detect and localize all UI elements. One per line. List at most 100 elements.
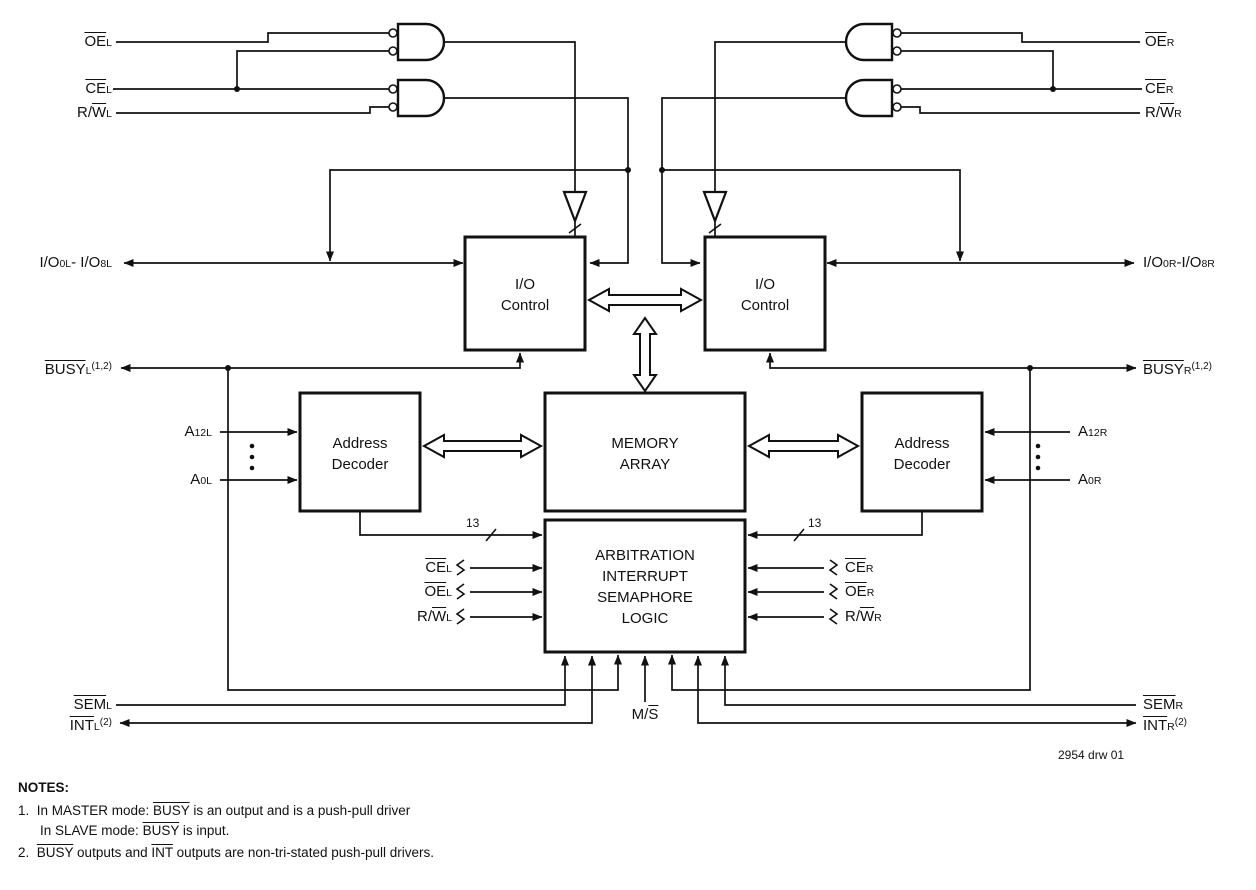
label-int-right: INTR(2) (1143, 717, 1187, 734)
junction-dot (659, 167, 665, 173)
wire-oe-left (116, 32, 389, 43)
wire-rw-left-io-branch (326, 169, 628, 262)
notes-heading: NOTES: (18, 780, 70, 795)
output-buffers (562, 190, 728, 225)
and-gate-rw-right (844, 78, 894, 118)
wire-sem-left (116, 655, 569, 706)
label-sem-left: SEML (73, 696, 112, 713)
junction-dots (225, 86, 1056, 471)
bus-arrow-decoder-memory-left (421, 433, 544, 459)
tristate-slash-right (708, 223, 722, 234)
title-line: INTERRUPT (602, 568, 688, 585)
label-a12-right: A12R (1078, 423, 1108, 440)
label-oe-left-arb: OEL (424, 583, 452, 600)
io-control-right-title: I/O Control (705, 274, 825, 316)
title-line: Decoder (331, 456, 389, 473)
junction-dot (225, 365, 231, 371)
squiggle-icon (455, 583, 466, 600)
ellipsis-dot (1035, 465, 1041, 471)
and-gate-oe-left (396, 22, 446, 62)
io-control-right-block (703, 235, 827, 352)
squiggle-icon (455, 608, 466, 625)
label-ce-left-arb: CEL (425, 559, 452, 576)
ellipsis-dot (249, 454, 255, 460)
address-decoder-right-title: Address Decoder (862, 433, 982, 475)
wire-oe-right (901, 32, 1140, 43)
label-busy-right: BUSYR(1,2) (1143, 361, 1213, 378)
wire-gate-rw-right-out (661, 97, 846, 267)
label-oe-left: OEL (84, 33, 112, 50)
title-line: Decoder (893, 456, 951, 473)
title-line: Control (740, 297, 790, 314)
label-ce-right: CER (1145, 80, 1174, 97)
wire-gate-oe-left-out (444, 41, 576, 192)
bubble-icon (388, 46, 398, 56)
arbitration-logic-block (543, 518, 747, 654)
label-rw-right: R/WR (1145, 104, 1182, 121)
wire-rw-left (116, 106, 389, 114)
wire-gate-oe-right-out (714, 41, 846, 192)
bubble-icon (892, 102, 902, 112)
tick-marks (455, 223, 839, 625)
title-line: Address (894, 435, 950, 452)
label-rw-left: R/WL (76, 104, 112, 121)
label-int-left: INTL(2) (69, 717, 112, 734)
title-line: Address (332, 435, 388, 452)
junction-dot (1027, 365, 1033, 371)
squiggle-icon (828, 559, 839, 576)
label-oe-right: OER (1145, 33, 1175, 50)
junction-dot (625, 167, 631, 173)
ellipsis-dot (249, 443, 255, 449)
bus-width-slash-left (485, 528, 497, 542)
junction-dot (234, 86, 240, 92)
label-io-left: I/O0L- I/O8L (39, 254, 112, 271)
label-ce-right-arb: CER (845, 559, 874, 576)
label-oe-right-arb: OER (845, 583, 875, 600)
title-line: I/O (514, 276, 535, 293)
label-a0-right: A0R (1078, 471, 1102, 488)
drawing-number: 2954 drw 01 (1058, 748, 1125, 762)
title-line: Control (500, 297, 550, 314)
squiggle-icon (455, 559, 466, 576)
wire-rw-right (901, 106, 1140, 114)
and-gate-rw-left (396, 78, 446, 118)
note-2: 2. BUSY outputs and INT outputs are non-… (18, 845, 435, 860)
wires (113, 32, 1142, 727)
bus-arrow-io-horizontal (586, 287, 704, 313)
label-rw-left-arb: R/WL (416, 608, 452, 625)
junction-dot (1050, 86, 1056, 92)
squiggle-icon (828, 583, 839, 600)
ellipsis-dot (1035, 443, 1041, 449)
title-line: ARRAY (619, 456, 671, 473)
label-sem-right: SEMR (1143, 696, 1184, 713)
label-bus-width-right: 13 (808, 516, 822, 530)
label-a12-left: A12L (184, 423, 212, 440)
note-1: 1. In MASTER mode: BUSY is an output and… (18, 803, 411, 818)
title-line: MEMORY (611, 435, 679, 452)
title-line: LOGIC (621, 610, 669, 627)
logic-gates (396, 22, 894, 118)
bus-arrow-io-memory-vertical (632, 316, 658, 393)
title-line: SEMAPHORE (597, 589, 693, 606)
io-control-left-block (463, 235, 587, 352)
bubble-icon (388, 28, 398, 38)
bubble-icon (892, 84, 902, 94)
squiggle-icon (828, 608, 839, 625)
wire-decoded-bus-right (747, 511, 923, 539)
label-ce-left: CEL (85, 80, 112, 97)
buffer-triangle-right (702, 190, 728, 225)
title-line: I/O (754, 276, 775, 293)
bubble-icon (892, 28, 902, 38)
tristate-slash-left (568, 223, 582, 234)
memory-array-title: MEMORY ARRAY (545, 433, 745, 475)
function-blocks (298, 235, 984, 654)
label-busy-left: BUSYL(1,2) (44, 361, 112, 378)
wire-int-right (694, 655, 1137, 727)
inverter-bubbles (388, 28, 902, 112)
wire-busy-right (766, 352, 1137, 372)
and-gate-oe-right (844, 22, 894, 62)
bubble-icon (388, 102, 398, 112)
wire-busy-left (120, 352, 524, 372)
